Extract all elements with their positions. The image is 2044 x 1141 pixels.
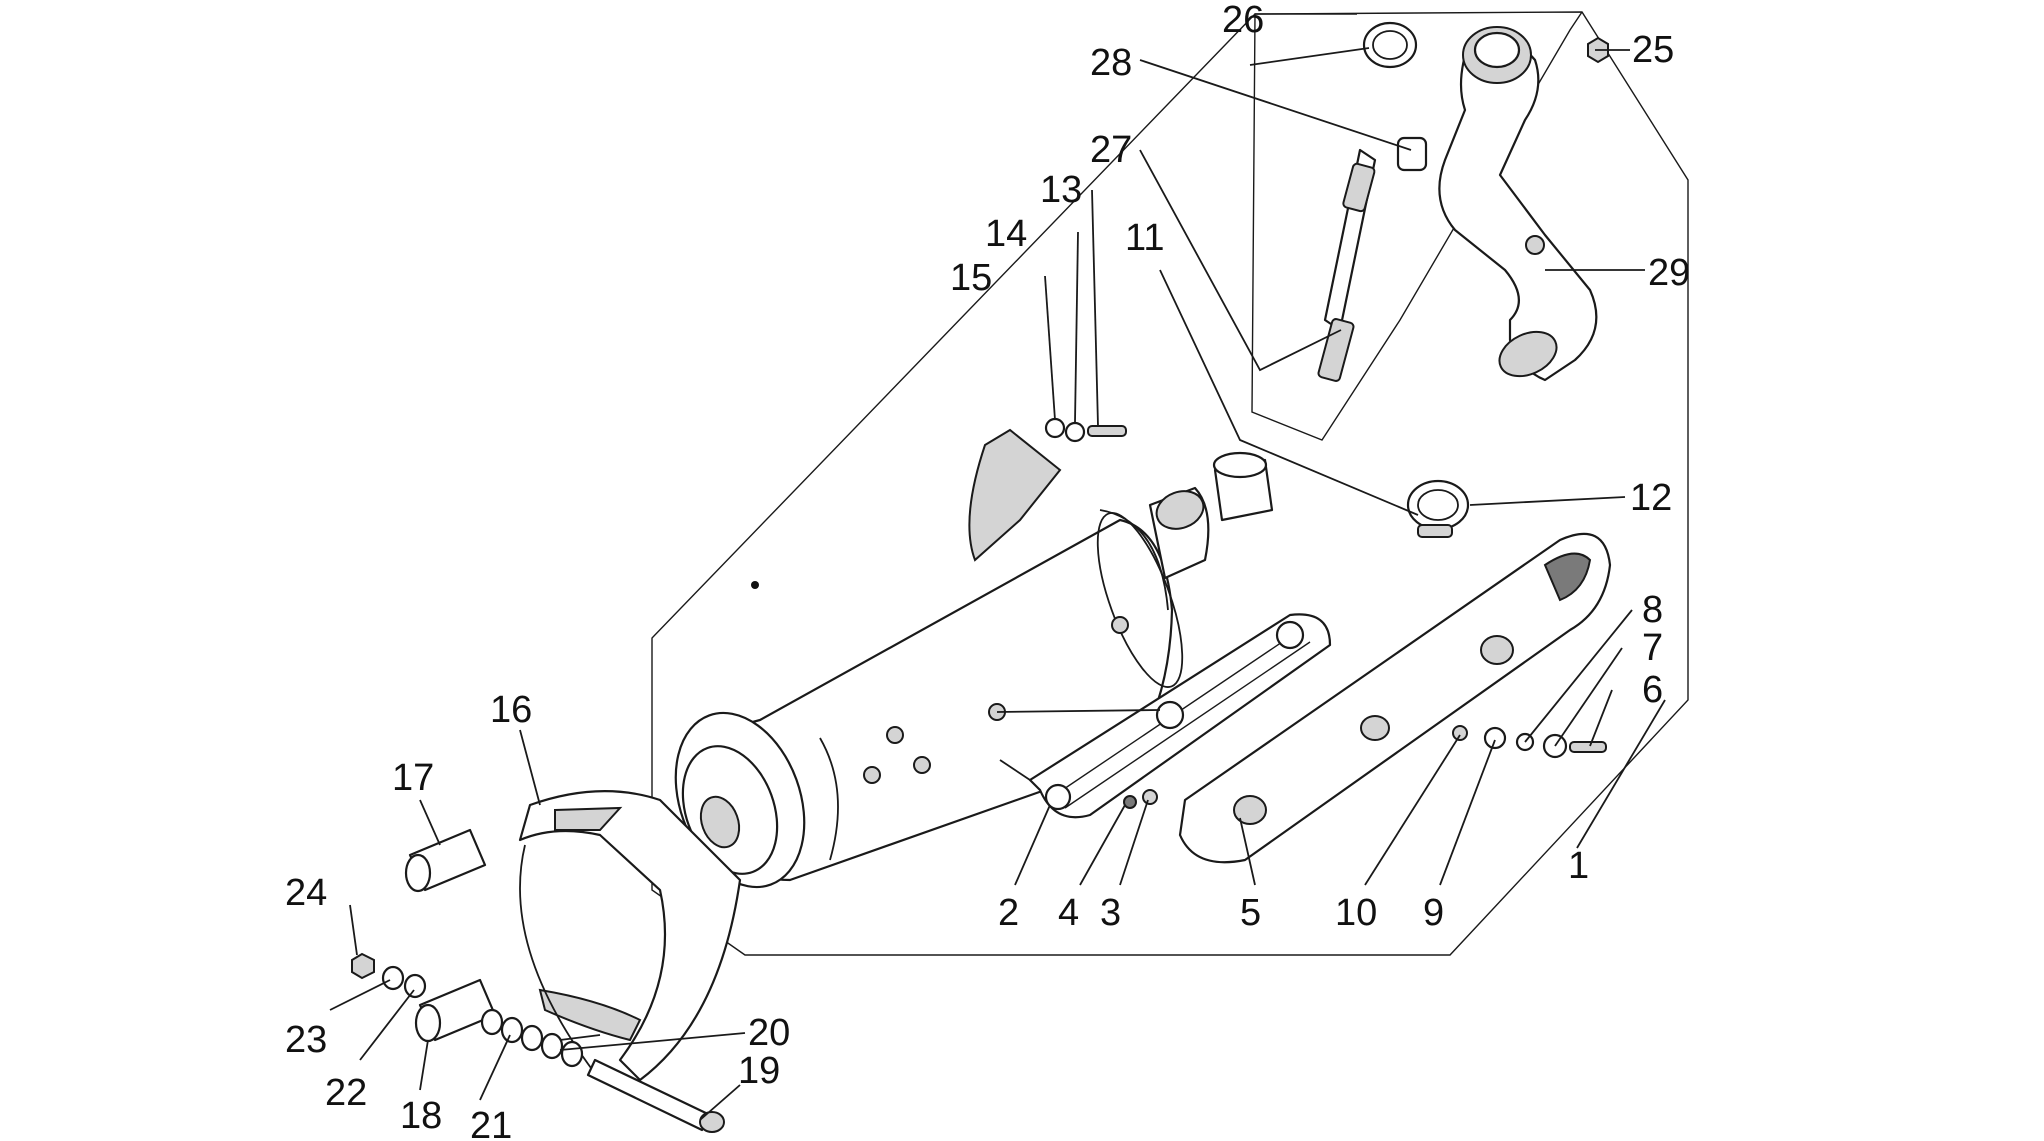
callout-11: 11 bbox=[1125, 217, 1164, 259]
callout-13: 13 bbox=[1040, 169, 1082, 211]
small-sleeve bbox=[1396, 136, 1428, 172]
callout-19: 19 bbox=[738, 1050, 780, 1092]
callout-6: 6 bbox=[1642, 669, 1663, 711]
bolt-19 bbox=[586, 1058, 725, 1133]
callout-25: 25 bbox=[1632, 29, 1674, 71]
support-strap bbox=[518, 790, 742, 1082]
callout-1: 1 bbox=[1568, 845, 1589, 887]
callout-23: 23 bbox=[285, 1019, 327, 1061]
exhaust-pipe bbox=[1438, 26, 1598, 382]
callout-labels: 1 2 3 4 5 6 7 8 9 10 11 12 13 14 15 16 1… bbox=[285, 0, 1690, 1141]
pipe-group-outline bbox=[1251, 11, 1583, 441]
callout-17: 17 bbox=[392, 757, 434, 799]
callout-28: 28 bbox=[1090, 42, 1132, 84]
callout-8: 8 bbox=[1642, 589, 1663, 631]
oxygen-sensor bbox=[1317, 148, 1377, 382]
callout-12: 12 bbox=[1630, 477, 1672, 519]
callout-20: 20 bbox=[748, 1012, 790, 1054]
screw-3 bbox=[1142, 789, 1158, 805]
fasteners-6-10 bbox=[1452, 725, 1607, 759]
leader-lines bbox=[329, 47, 1666, 1121]
callout-27: 27 bbox=[1090, 129, 1132, 171]
washer-23 bbox=[381, 965, 405, 991]
sleeve bbox=[1212, 451, 1274, 522]
assembly-outline bbox=[651, 11, 1689, 956]
muffler-body bbox=[674, 428, 1210, 889]
spacer-18 bbox=[414, 978, 497, 1043]
clamp bbox=[1406, 479, 1470, 538]
gasket-ring bbox=[1362, 21, 1418, 69]
callout-3: 3 bbox=[1100, 892, 1121, 934]
washer-22 bbox=[403, 973, 427, 999]
callout-2: 2 bbox=[998, 892, 1019, 934]
nut-24 bbox=[351, 952, 375, 980]
callout-5: 5 bbox=[1240, 892, 1261, 934]
callout-15: 15 bbox=[950, 257, 992, 299]
washer-4 bbox=[1123, 795, 1137, 809]
callout-10: 10 bbox=[1335, 892, 1377, 934]
callout-24: 24 bbox=[285, 872, 327, 914]
callout-21: 21 bbox=[470, 1105, 512, 1141]
callout-9: 9 bbox=[1423, 892, 1444, 934]
callout-22: 22 bbox=[325, 1072, 367, 1114]
callout-26: 26 bbox=[1222, 0, 1264, 41]
callout-18: 18 bbox=[400, 1095, 442, 1137]
callout-16: 16 bbox=[490, 689, 532, 731]
bracket-plate bbox=[1028, 613, 1332, 819]
callout-7: 7 bbox=[1642, 627, 1663, 669]
washers-21 bbox=[480, 1008, 584, 1068]
heat-shield bbox=[1178, 532, 1612, 864]
spacer-17 bbox=[404, 828, 487, 893]
callout-14: 14 bbox=[985, 213, 1027, 255]
callout-29: 29 bbox=[1648, 252, 1690, 294]
callout-4: 4 bbox=[1058, 892, 1079, 934]
fasteners-13-15 bbox=[1044, 417, 1127, 443]
